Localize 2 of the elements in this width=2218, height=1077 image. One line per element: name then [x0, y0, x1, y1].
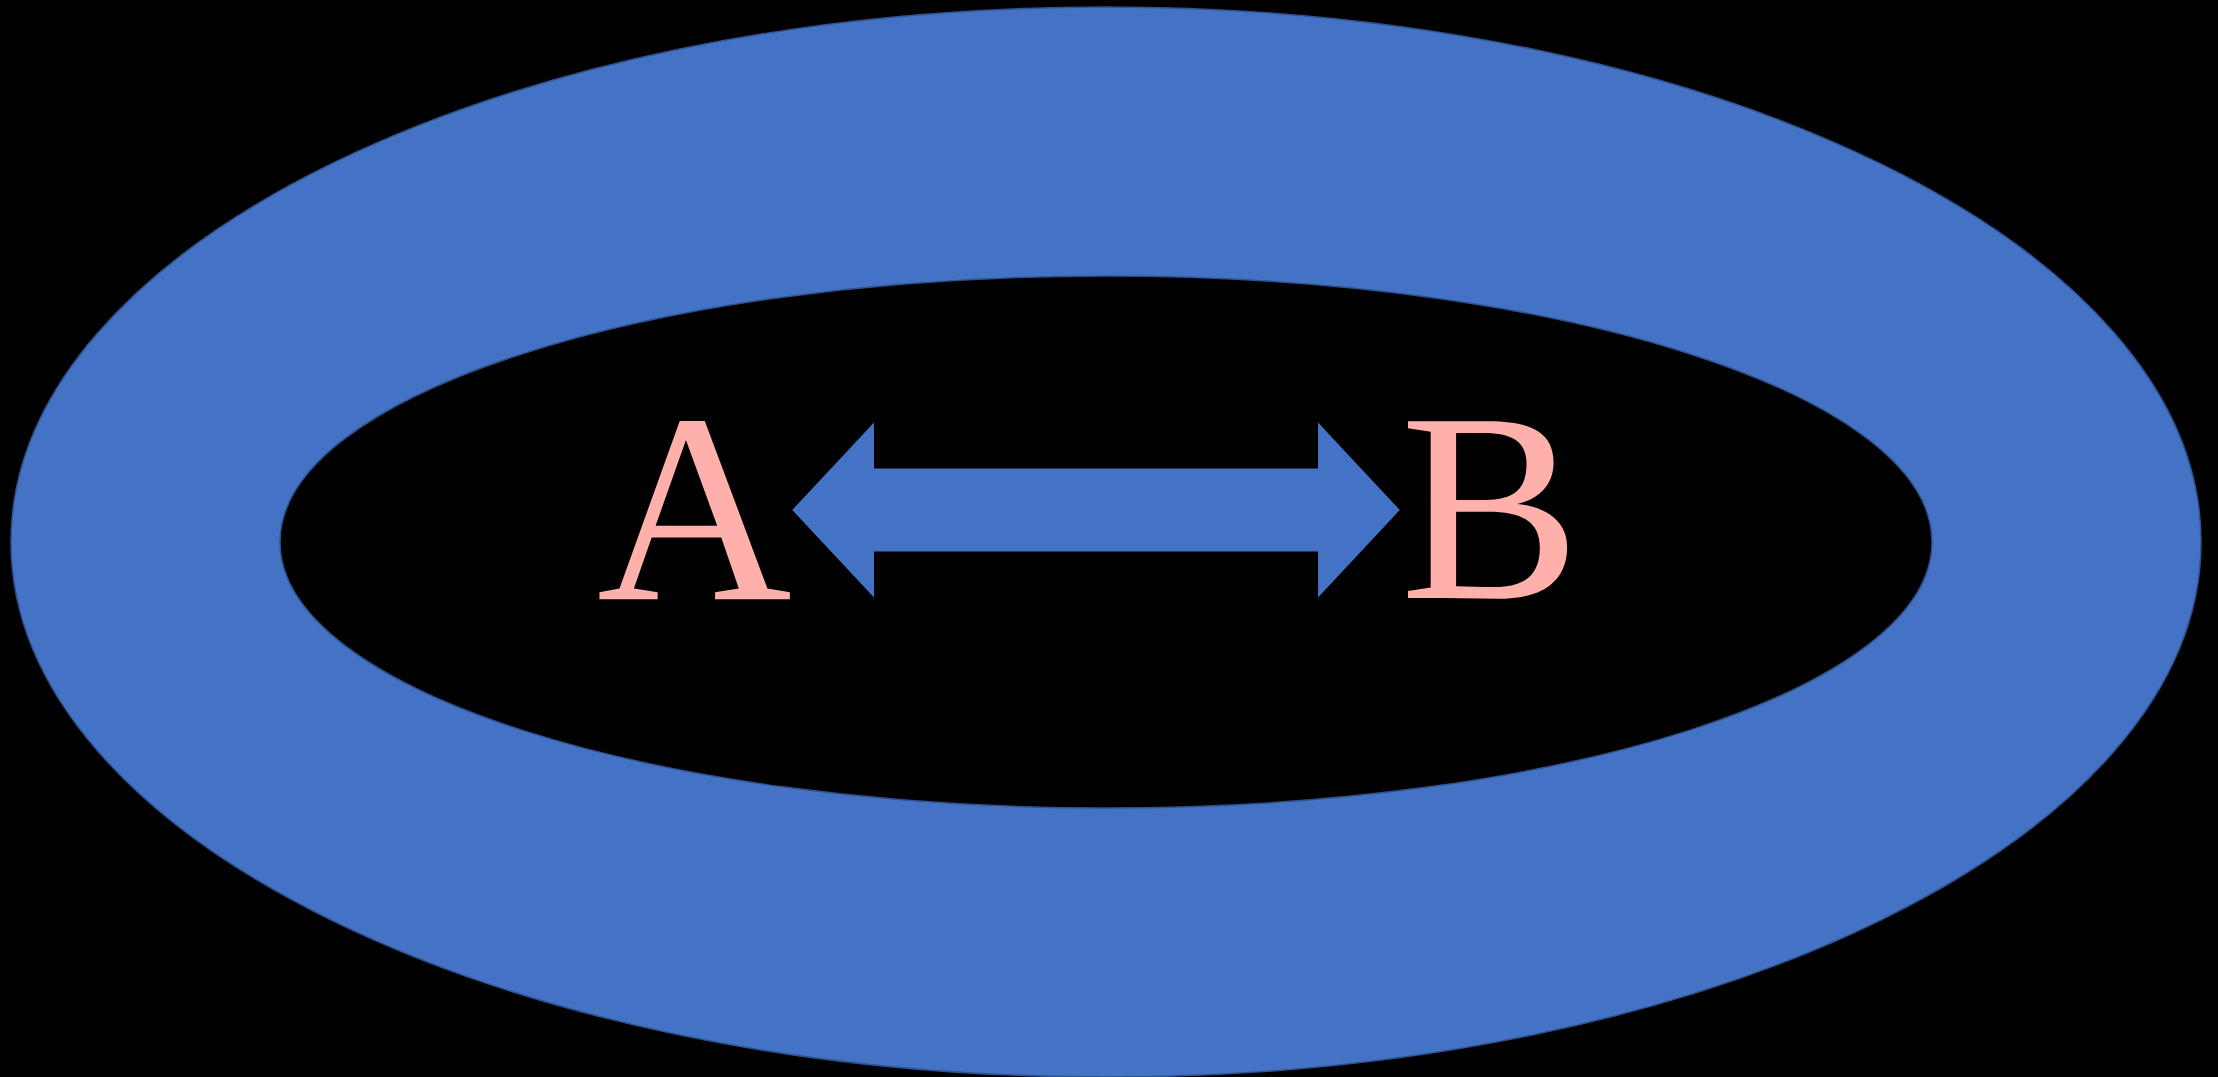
letter-label: B — [1408, 421, 1568, 599]
letter-label: A — [599, 420, 790, 600]
